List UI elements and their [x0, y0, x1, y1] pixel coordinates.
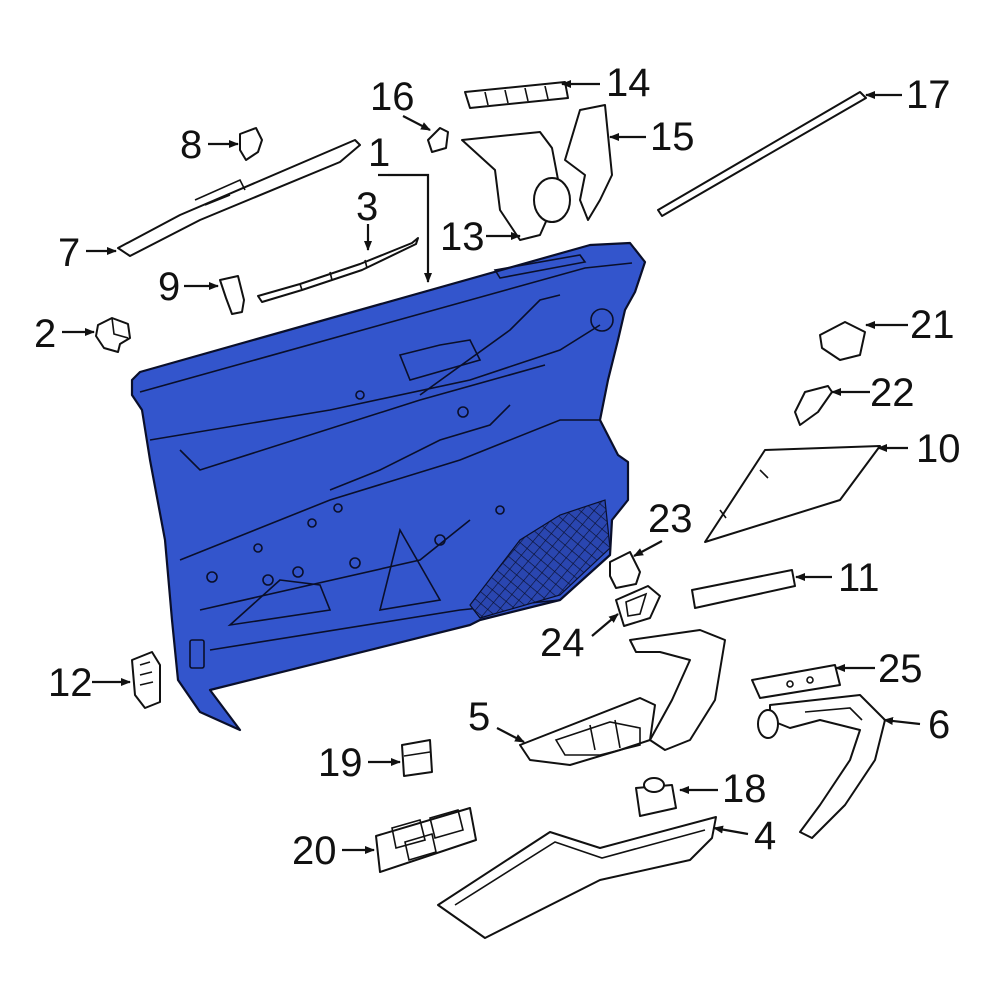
callout-11: 11 [838, 556, 880, 600]
callout-16: 16 [370, 75, 415, 119]
part-14-switch-housing[interactable] [464, 81, 569, 109]
part-21-connector[interactable] [819, 321, 866, 361]
callout-4: 4 [754, 814, 776, 858]
callout-25: 25 [878, 647, 923, 691]
part-9-bracket[interactable] [219, 275, 245, 315]
callout-12: 12 [48, 661, 93, 705]
callout-2: 2 [34, 312, 56, 356]
part-3-molding-strip[interactable] [257, 237, 419, 303]
callout-9: 9 [158, 265, 180, 309]
part-7-upper-trim[interactable] [117, 139, 361, 257]
callout-21: 21 [910, 303, 955, 347]
part-18-mirror-switch[interactable] [635, 777, 677, 817]
part-20-window-switch[interactable] [375, 807, 477, 873]
part-5-armrest-tray[interactable] [519, 697, 656, 766]
part-6-pull-handle[interactable] [757, 694, 886, 839]
part-22-clip[interactable] [794, 385, 833, 426]
armrest-bracket[interactable] [629, 629, 726, 751]
callout-5: 5 [468, 695, 490, 739]
part-19-switch[interactable] [401, 739, 433, 777]
part-2-clip[interactable] [95, 317, 131, 353]
callout-22: 22 [870, 371, 915, 415]
callout-19: 19 [318, 741, 363, 785]
part-15-cover[interactable] [564, 104, 613, 221]
callout-20: 20 [292, 829, 337, 873]
callout-18: 18 [722, 767, 767, 811]
callout-labels: 1 2 3 4 5 6 7 8 9 10 11 12 13 14 15 16 1… [34, 61, 961, 873]
callout-7: 7 [58, 231, 80, 275]
callout-10: 10 [916, 427, 961, 471]
callout-24: 24 [540, 621, 585, 665]
part-12-reflector[interactable] [131, 651, 161, 709]
part-23-switch[interactable] [609, 551, 641, 589]
callout-14: 14 [606, 61, 651, 105]
callout-17: 17 [906, 73, 951, 117]
part-13-speaker-bracket[interactable] [461, 131, 571, 241]
part-25-bracket[interactable] [751, 664, 841, 699]
part-11-strip[interactable] [691, 569, 796, 609]
part-4-lower-trim[interactable] [437, 816, 717, 939]
callout-6: 6 [928, 703, 950, 747]
door-trim-panel-highlighted[interactable] [130, 241, 647, 732]
part-24-bezel[interactable] [615, 585, 661, 627]
callout-13: 13 [440, 215, 485, 259]
callout-8: 8 [180, 123, 202, 167]
part-16-clip[interactable] [427, 127, 449, 153]
callout-15: 15 [650, 115, 695, 159]
callout-3: 3 [356, 185, 378, 229]
callout-1: 1 [368, 131, 390, 175]
leader-lines [62, 80, 921, 854]
callout-23: 23 [648, 497, 693, 541]
part-10-insulator[interactable] [704, 445, 881, 543]
part-8-clip[interactable] [239, 127, 263, 161]
